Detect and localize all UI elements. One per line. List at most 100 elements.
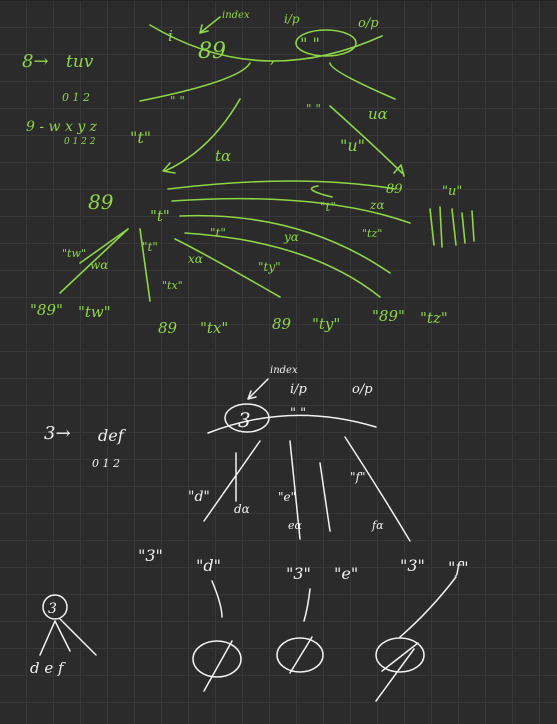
op-label: o/p [358,16,379,31]
arrowhead-u [393,164,405,177]
b-side-num: 3→ [44,423,71,444]
b-ip-label: i/p [290,382,308,397]
b-index-label: index [270,365,298,376]
line-to-tw [79,228,129,264]
op-circle [295,29,357,57]
arc-top [167,180,396,190]
top-root-node: i 89 , " " index i/p o/p [149,10,383,67]
index-arrow [199,16,221,34]
arrowhead-t [162,162,176,174]
b-line-d [203,440,261,522]
line-to-leaf3 [174,238,281,298]
leaf4-str: "tz" [420,309,448,327]
b-root-quotes: " " [290,406,306,421]
l2a-string: "t" [150,207,170,225]
b-e-label: "e" [278,490,296,504]
bottom-tree-diagram: 3 d e f [30,594,97,677]
b-d-alpha: dα [234,502,250,516]
tree-root-num: 3 [48,601,57,617]
leaf3-str: "ty" [312,315,340,333]
tx-mid: "tx" [162,279,183,292]
line-to-leaf1 [59,228,129,294]
t-str: "t" [320,200,336,214]
b-side-word: def [98,426,127,445]
bottom-branches: "d" "e" "f" dα eα fα [188,436,411,542]
b-leaf1-circle [192,640,242,678]
leaf4-num: "89" [372,307,405,325]
tw-mid: "tw" [62,247,86,260]
arc-2 [171,197,411,224]
b-op-label: o/p [352,382,373,397]
tz-mid: "tz" [362,227,382,240]
b-leaf1-num: "3" [138,546,163,565]
top-side-note: 8→ tuv 0 1 2 9 - w x y z 0 1 2 2 [22,51,98,147]
top-level1-branches: "t" "u" tα uα " " " " [130,62,405,177]
empty-label-2: " " [306,102,321,116]
t-label: "t" [130,128,151,147]
x-alpha: xα [188,252,203,266]
tree-edges [39,618,97,656]
root-arc [149,24,383,62]
tree-root-circle [42,594,68,620]
b-line-ea [319,462,331,532]
b-f-alpha: fα [371,519,384,532]
empty-label-1: " " [170,94,185,108]
b-e-alpha: eα [288,519,303,532]
arrow-to-t [164,98,241,172]
u-label: "u" [340,136,365,155]
side-word: tuv [66,52,94,72]
b-leaf2-circle [276,637,324,673]
l2b-string: "u" [442,184,462,199]
scribble-u [429,206,475,248]
b-index-arrow [247,378,269,400]
bottom-root-node: index i/p o/p 3 " " [207,365,377,434]
b-leaf3-arrow [399,576,457,638]
leaf3-num: 89 [272,315,292,333]
b-line-e [289,440,301,540]
t-alpha: tα [215,147,231,165]
branch-right-line [329,62,396,100]
b-leaf3-circle [375,637,425,673]
top-leaves: "89" "tw" 89 "tx" 89 "ty" "89" "tz" [30,301,448,337]
line-to-leaf2 [139,228,151,302]
b-leaf3-num: "3" [400,556,425,575]
b-leaf1-line [211,580,223,618]
root-quotes: " " [300,34,320,53]
arc-3 [179,214,391,274]
t-str-3: "t" [142,240,158,254]
ty-mid: "ty" [258,260,281,274]
side-map-idx: 0 1 2 2 [64,137,96,147]
b-d-label: "d" [188,489,210,505]
side-idx: 0 1 2 [62,91,90,104]
l2a-number: 89 [88,190,114,214]
b-leaf2-str: "e" [334,564,358,583]
b-root-num: 3 [238,408,251,432]
b-leaf1-str: "d" [196,556,221,575]
arrow-back [310,185,333,198]
u-alpha: uα [368,105,388,123]
b-side-idx: 0 1 2 [92,457,120,470]
leaf2-str: "tx" [200,319,228,337]
b-root-arc [207,414,377,434]
b-leaf-scribbles [203,636,419,702]
bottom-side-note: 3→ def 0 1 2 [44,423,127,470]
b-line-f [344,436,411,542]
line-to-leaf4 [184,232,381,298]
b-leaf2-line [303,588,311,622]
top-level2-nodes: 89 "t" 89 "u" [88,182,475,248]
b-f-label: "f" [350,470,365,484]
branch-left-line [139,62,251,102]
ip-label: i/p [284,12,300,26]
side-map: 9 - w x y z [26,119,98,135]
bottom-leaves: "3" "d" "3" "e" "3" "f" [138,546,469,702]
index-label: index [222,10,250,21]
w-alpha: wα [90,258,108,272]
side-num: 8→ [22,51,49,72]
leaf1-str: "tw" [78,303,111,321]
z-alpha: zα [369,198,384,212]
t-str-2: "t" [210,226,226,240]
leaf1-num: "89" [30,301,63,319]
y-alpha: yα [283,230,299,244]
